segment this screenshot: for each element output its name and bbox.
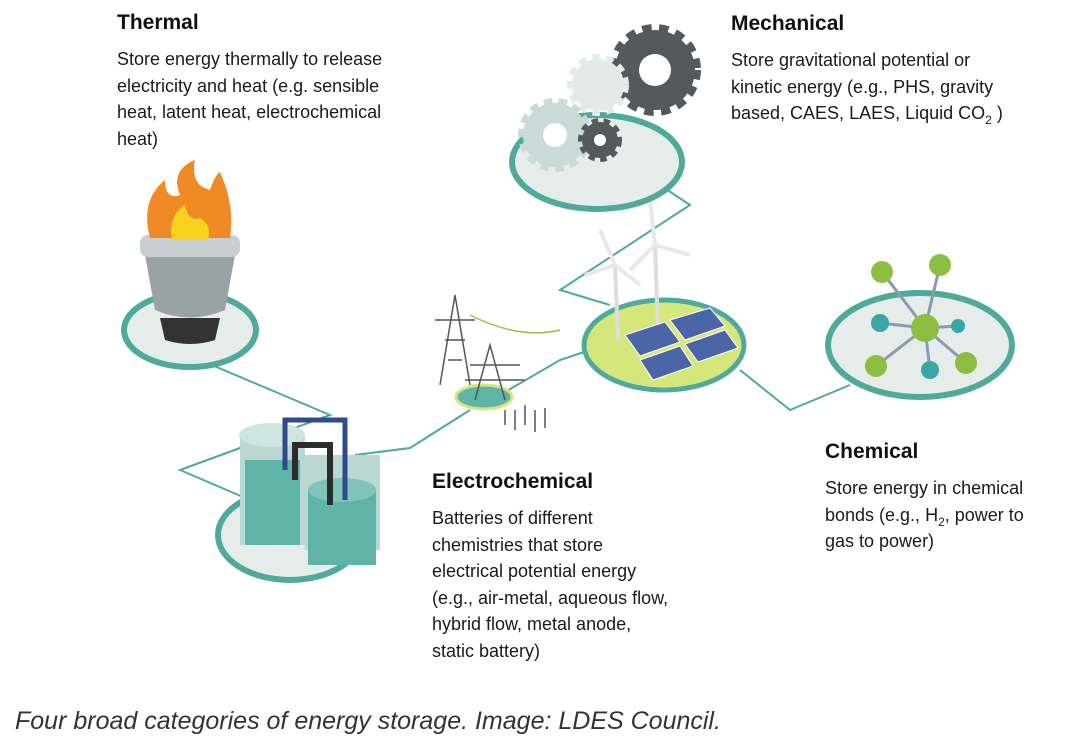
electrochemical-line: Batteries of different bbox=[432, 508, 593, 528]
electrochemical-line: chemistries that store bbox=[432, 534, 604, 555]
chemical-description: Chemical Store energy in chemical bonds … bbox=[825, 439, 1024, 555]
electrochemical-line: static battery) bbox=[432, 640, 541, 661]
mechanical-description: Mechanical Store gravitational potential… bbox=[731, 11, 1003, 127]
mechanical-line: kinetic energy (e.g., PHS, gravity bbox=[731, 76, 994, 97]
thermal-title: Thermal bbox=[117, 11, 199, 34]
chemical-line: Store energy in chemical bbox=[825, 478, 1024, 498]
chemical-title: Chemical bbox=[825, 440, 919, 463]
thermal-line: heat, latent heat, electrochemical bbox=[117, 102, 382, 122]
thermal-icon bbox=[121, 160, 259, 370]
electrochemical-line: electrical potential energy bbox=[432, 561, 637, 581]
gears-icon bbox=[509, 24, 701, 212]
molecule-icon bbox=[825, 254, 1015, 400]
mechanical-title: Mechanical bbox=[731, 12, 845, 35]
mechanical-line-text: based, CAES, LAES, Liquid CO bbox=[731, 103, 986, 123]
electrochemical-description: Electrochemical Batteries of different c… bbox=[432, 469, 668, 664]
chemical-line-end: , power to bbox=[944, 504, 1024, 525]
mechanical-line: Store gravitational potential or bbox=[731, 50, 971, 70]
transmission-tower-icon bbox=[435, 294, 561, 432]
mechanical-line: based, CAES, LAES, Liquid CO2 ) bbox=[731, 100, 1003, 127]
thermal-line: heat) bbox=[117, 128, 159, 149]
subscript: 2 bbox=[985, 113, 992, 127]
mechanical-line-end: ) bbox=[991, 103, 1003, 123]
electrochemical-line: (e.g., air-metal, aqueous flow, bbox=[432, 587, 669, 608]
thermal-line: electricity and heat (e.g. sensible bbox=[117, 75, 380, 96]
chemical-line: gas to power) bbox=[825, 531, 935, 551]
thermal-line: Store energy thermally to release bbox=[117, 49, 383, 69]
figure-caption: Four broad categories of energy storage.… bbox=[15, 707, 721, 735]
thermal-description: Thermal Store energy thermally to releas… bbox=[117, 10, 382, 152]
subscript: 2 bbox=[938, 514, 945, 529]
battery-icon bbox=[215, 417, 380, 583]
solar-wind-icon bbox=[581, 199, 747, 393]
electrochemical-line: hybrid flow, metal anode, bbox=[432, 614, 632, 634]
electrochemical-title: Electrochemical bbox=[432, 470, 594, 493]
chemical-line-text: bonds (e.g., H bbox=[825, 504, 939, 525]
chemical-line: bonds (e.g., H2, power to bbox=[825, 502, 1024, 529]
